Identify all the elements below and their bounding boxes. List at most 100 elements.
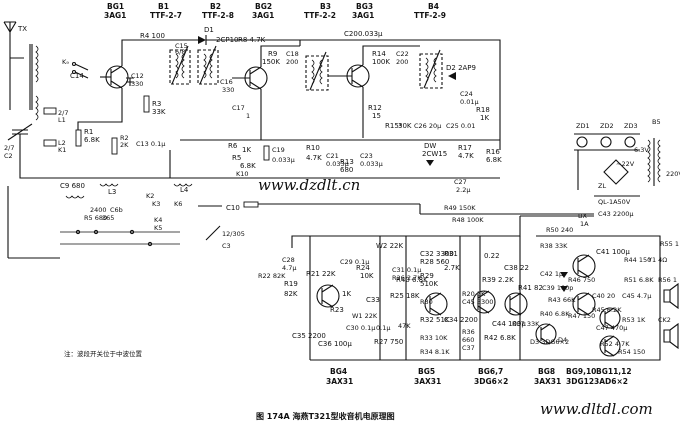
label-bg5: BG5 — [418, 367, 435, 376]
label-bg1-type: 3AG1 — [104, 11, 126, 20]
driver-stage: R20 3K C45 3300 R36 660 C37 0.22 C38 22 … — [462, 236, 576, 386]
label-r50: R50 240 — [546, 226, 573, 234]
label-c15: C15 — [175, 42, 188, 50]
label-c43: C43 2200μ — [598, 210, 634, 218]
label-c21: C21 — [326, 152, 339, 160]
label-tx: TX — [17, 25, 27, 33]
label-r54: C45 4.7μ — [622, 292, 651, 300]
label-b3-type: TTF-2-2 — [304, 11, 336, 20]
label-r19: R19 — [284, 280, 298, 288]
label-220v: 220V — [666, 170, 680, 178]
label-r2-val: 2K — [120, 141, 129, 149]
label-c6-val: K5 — [154, 224, 162, 232]
label-r48: R48 100K — [452, 216, 484, 224]
label-zl: ZL — [598, 182, 606, 190]
label-r46: R44 150 — [624, 256, 651, 264]
label-r14-val: 100K — [372, 58, 390, 66]
label-c41: D4 — [558, 336, 567, 344]
label-l4: L4 — [180, 186, 189, 194]
label-r26: R25 18K — [390, 292, 420, 300]
label-c19-val: 0.033μ — [272, 156, 295, 164]
label-c16-val: 330 — [222, 86, 234, 94]
label-d2: D2 2AP9 — [446, 64, 476, 72]
label-r29-val: R28 560 — [420, 258, 449, 266]
label-bg8: BG8 — [538, 367, 555, 376]
label-bg1112: BG11,12 — [596, 367, 632, 376]
label-22v: ~22V — [616, 160, 635, 168]
label-bg67: BG6,7 — [478, 367, 503, 376]
label-c27: C27 — [454, 178, 467, 186]
label-r15-val: 30K — [398, 122, 412, 130]
label-r10-val: 4.7K — [306, 154, 322, 162]
label-c22: C22 — [396, 50, 409, 58]
circuit-note: 注：波段开关位于中波位置 — [64, 349, 143, 358]
label-r21: R21 22K — [306, 270, 336, 278]
label-c33-val: R26 2.7K — [392, 274, 422, 282]
label-c13: C13 0.1μ — [136, 140, 165, 148]
label-c18: C18 — [286, 50, 299, 58]
label-r47: R45 6.2K — [592, 306, 622, 314]
label-c29: C29 0.1μ — [340, 258, 369, 266]
label-zd1: ZD1 — [576, 122, 590, 130]
label-c30: C30 0.1μ — [346, 324, 375, 332]
label-r2: R2 — [120, 134, 129, 142]
label-r9-val: 150K — [262, 58, 280, 66]
label-r14: R14 — [372, 50, 386, 58]
label-l3: L3 — [108, 188, 116, 196]
label-c19: C19 — [272, 146, 285, 154]
label-c40: D3 3DG6×2 — [530, 338, 569, 346]
label-c34: 47K — [398, 322, 411, 330]
label-c24-val: 0.01μ — [460, 98, 479, 106]
label-r18-val: 1K — [480, 114, 489, 122]
label-c44: R38 33K — [540, 242, 568, 250]
label-y1: R56 1 — [658, 276, 677, 284]
label-c25: C25 0.01 — [446, 122, 475, 130]
output-stage: C40 20 C41 100μ R44 150 R45 6.2K R46 750… — [520, 235, 679, 386]
label-b4-type: TTF-2-9 — [414, 11, 446, 20]
label-c36: R34 8.1K — [420, 348, 450, 356]
label-r32: R31 — [444, 250, 458, 258]
label-c47: R53 1K — [622, 316, 646, 324]
label-c23: C23 — [360, 152, 373, 160]
label-b5: B5 — [652, 118, 661, 126]
label-c17: C17 — [232, 104, 245, 112]
label-c23-val: 0.033μ — [360, 160, 383, 168]
label-zd2: ZD2 — [600, 122, 614, 130]
label-r20: C36 100μ — [318, 340, 352, 348]
label-c35: R33 10K — [420, 334, 448, 342]
label-b2: B2 — [210, 2, 221, 11]
label-c46: Y1 4Ω — [647, 256, 667, 264]
label-b2-type: TTF-2-8 — [202, 11, 234, 20]
label-c37-val: 660 — [462, 336, 474, 344]
label-r56: R54 150 — [618, 348, 645, 356]
label-r19-val: 82K — [284, 290, 298, 298]
label-c3: 2/7 — [58, 109, 68, 117]
label-r36: R20 3K — [462, 290, 486, 298]
label-r18: R18 — [476, 106, 490, 114]
label-k9: K₉ — [62, 58, 69, 66]
label-r15: R15* — [385, 122, 403, 130]
label-r52: R46 750 — [568, 276, 595, 284]
label-dw: DW — [424, 142, 436, 150]
label-bg2-type: 3AG1 — [252, 11, 274, 20]
label-bg67-type: 3DG6×2 — [474, 377, 508, 386]
label-bg8-type: 3AX31 — [534, 377, 561, 386]
label-c28-val: 4.7μ — [282, 264, 296, 272]
label-bg3-type: 3AG1 — [352, 11, 374, 20]
label-zd3: ZD3 — [624, 122, 638, 130]
label-r10: R10 — [306, 144, 320, 152]
label-r49: R49 150K — [444, 204, 476, 212]
label-63v: 6.3V — [634, 146, 649, 154]
watermark-bottom: www.dltdl.com — [540, 400, 653, 418]
label-ck2: R55 1 — [660, 240, 679, 248]
watermark-top: www.dzdlt.cn — [258, 176, 360, 194]
label-c5-val: K3 — [152, 200, 160, 208]
label-c15-val: 6/8 — [175, 48, 185, 56]
label-r44: C40 20 — [592, 292, 615, 300]
label-c6: K4 — [154, 216, 162, 224]
label-r1-val: 6.8K — [84, 136, 100, 144]
if-stage-2: B3 TTF-2-2 BG3 3AG1 C20 0.033μ R14 100K … — [299, 2, 420, 174]
power-supply: ZD1 ZD2 ZD3 6.3V B5 ~22V 220V ZL QL-1A50… — [419, 118, 680, 234]
label-d4: R43 66K — [548, 296, 576, 304]
band-switch-section: C9 680 L3 L4 2400 R5 680 C6b 365 K2 K3 K… — [7, 182, 420, 259]
